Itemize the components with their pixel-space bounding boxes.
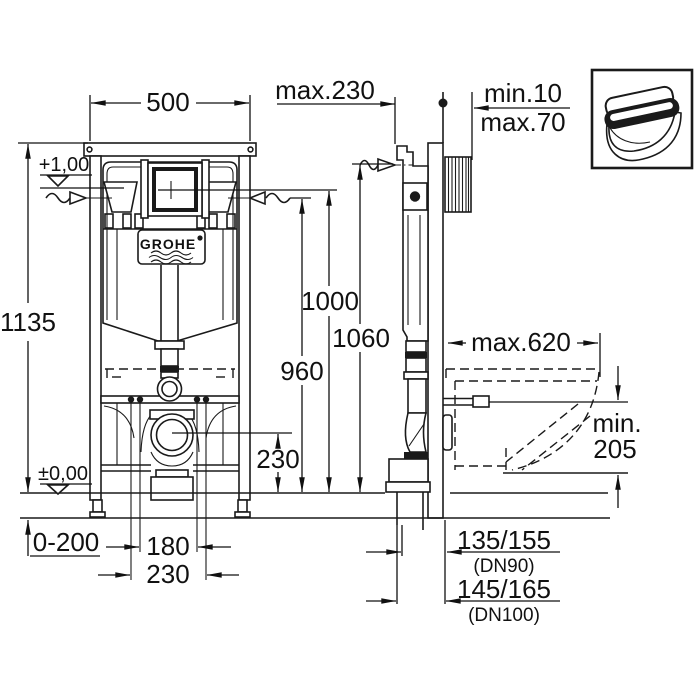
flush-pipe-front bbox=[154, 265, 185, 402]
level-triangle-icon bbox=[46, 175, 70, 188]
dim-floor-buildup: 0-200 bbox=[25, 519, 100, 557]
level-mark-top: +1,00 bbox=[39, 154, 337, 191]
dim-label-min10: min.10 bbox=[484, 78, 562, 108]
water-supply-arrow-side bbox=[359, 157, 413, 173]
lower-wall-bracket bbox=[442, 414, 453, 451]
discharge-pipe-side bbox=[385, 340, 431, 530]
dim-width-500: 500 bbox=[89, 87, 251, 141]
water-supply-arrow-right bbox=[228, 190, 311, 206]
side-view bbox=[385, 92, 490, 530]
level-mark-floor: ±0,00 bbox=[38, 463, 92, 496]
adjustable-foot bbox=[237, 499, 248, 513]
level-label-floor: ±0,00 bbox=[38, 463, 88, 485]
dim-label-205: 205 bbox=[593, 434, 636, 464]
level-triangle-icon bbox=[45, 484, 71, 496]
screw-icon bbox=[247, 146, 254, 153]
dim-bowl-max620: max.620 bbox=[447, 327, 601, 377]
dim-label-180: 180 bbox=[146, 531, 189, 561]
dim-label-230: 230 bbox=[146, 559, 189, 589]
bowl-front-curve bbox=[511, 371, 600, 471]
dim-plate-1000: 1000 bbox=[301, 190, 359, 493]
grohe-logo-text: GROHE bbox=[140, 236, 196, 252]
wall-hung-toilet-icon bbox=[604, 85, 682, 162]
dim-bolts-230: 230 bbox=[98, 559, 239, 589]
dim-height-1135: 1135 bbox=[0, 142, 88, 493]
dim-clearance-min205: min. 205 bbox=[592, 366, 642, 508]
dim-outlet-230: 230 bbox=[172, 432, 300, 493]
dim-label-outlet-230: 230 bbox=[256, 444, 299, 474]
dim-label-max70: max.70 bbox=[480, 107, 565, 137]
dim-label-1060: 1060 bbox=[332, 323, 390, 353]
water-supply-arrow-left bbox=[45, 190, 112, 206]
dim-label-max620: max.620 bbox=[471, 327, 571, 357]
dim-label-1135: 1135 bbox=[0, 307, 56, 337]
dimensions: 500 max.230 min.10 max.70 1135 +1,00 bbox=[0, 75, 642, 626]
dim-label-max230: max.230 bbox=[275, 75, 375, 105]
wall-axis-dot bbox=[438, 98, 448, 108]
screw-icon bbox=[86, 146, 93, 153]
frame-rail-side bbox=[427, 142, 444, 519]
dim-note-dn100: (DN100) bbox=[468, 605, 540, 626]
dim-label-dn90: 135/155 bbox=[457, 525, 551, 555]
dim-label-0-200: 0-200 bbox=[33, 527, 100, 557]
registered-trademark-dot bbox=[197, 235, 203, 241]
dim-label-960: 960 bbox=[280, 356, 323, 386]
dim-outlet-offsets: 135/155 (DN90) 145/165 (DN100) bbox=[366, 520, 560, 626]
flush-plate bbox=[140, 159, 210, 219]
dim-wall-thickness: min.10 max.70 bbox=[471, 78, 570, 160]
dim-supply-960: 960 bbox=[280, 198, 324, 493]
dim-top-1060: 1060 bbox=[332, 163, 393, 493]
floor-lines bbox=[20, 401, 628, 519]
level-label-top: +1,00 bbox=[39, 154, 90, 176]
tank-chamber-left bbox=[102, 181, 138, 213]
dim-bolts-180: 180 bbox=[106, 531, 231, 561]
dim-note-dn90: (DN90) bbox=[473, 556, 534, 577]
filling-valve-connection bbox=[402, 182, 428, 211]
dim-label-min: min. bbox=[592, 408, 641, 438]
dim-depth-max230: max.230 bbox=[275, 75, 396, 144]
adjustable-foot bbox=[92, 499, 103, 513]
front-view: GROHE bbox=[83, 142, 257, 580]
flush-bend-front bbox=[156, 376, 183, 402]
grohe-wave-icon bbox=[148, 250, 194, 265]
dim-label-500: 500 bbox=[146, 87, 189, 117]
cistern-side bbox=[396, 145, 429, 342]
wall-bracket-hatched bbox=[444, 156, 472, 213]
toilet-inset bbox=[590, 68, 694, 170]
flush-pipe-to-bowl bbox=[443, 395, 490, 408]
dim-label-dn100: 145/165 bbox=[457, 574, 551, 604]
toilet-bowl-dashed bbox=[445, 368, 600, 471]
grohe-logo-plate: GROHE bbox=[137, 229, 206, 265]
dim-label-1000: 1000 bbox=[301, 286, 359, 316]
mounting-zone-dashed bbox=[105, 368, 235, 383]
drain-socket-front bbox=[149, 409, 195, 501]
